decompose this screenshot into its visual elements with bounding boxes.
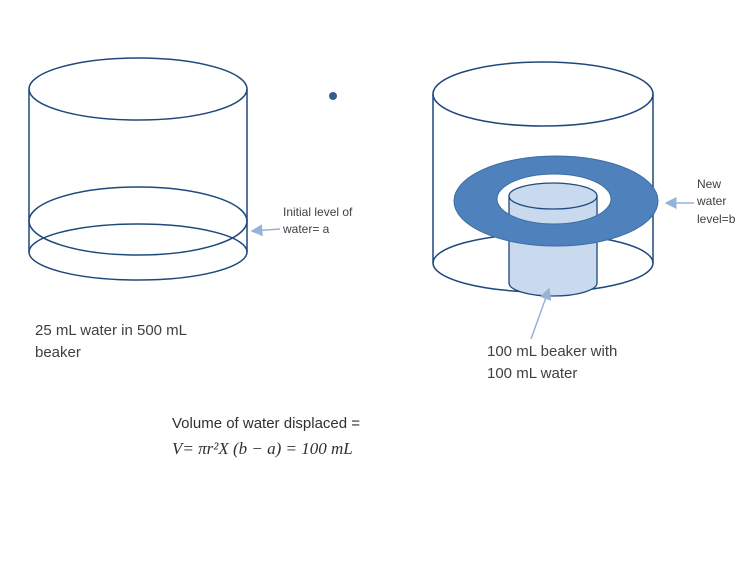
left-beaker: [28, 57, 248, 281]
formula-equation: V= πr²X (b − a) = 100 mL: [172, 439, 353, 458]
dot-marker: [329, 92, 337, 100]
right-beaker-rim: [432, 61, 654, 127]
formula-title: Volume of water displaced =: [172, 415, 361, 432]
inner-beaker-caption: 100 mL beaker with 100 mL water: [487, 343, 618, 382]
new-level-label: New water level=b: [697, 177, 736, 226]
left-beaker-bottom: [28, 223, 248, 281]
water-ring: [453, 155, 659, 247]
left-beaker-rim: [28, 57, 248, 121]
left-beaker-water-level-ellipse: [28, 186, 248, 256]
left-beaker-caption: 25 mL water in 500 mL beaker: [35, 322, 188, 361]
initial-level-arrow: [250, 224, 281, 237]
inner-beaker-arrow: [530, 287, 552, 340]
inner-beaker-top: [508, 182, 598, 210]
initial-level-label: Initial level of water= a: [283, 205, 353, 237]
